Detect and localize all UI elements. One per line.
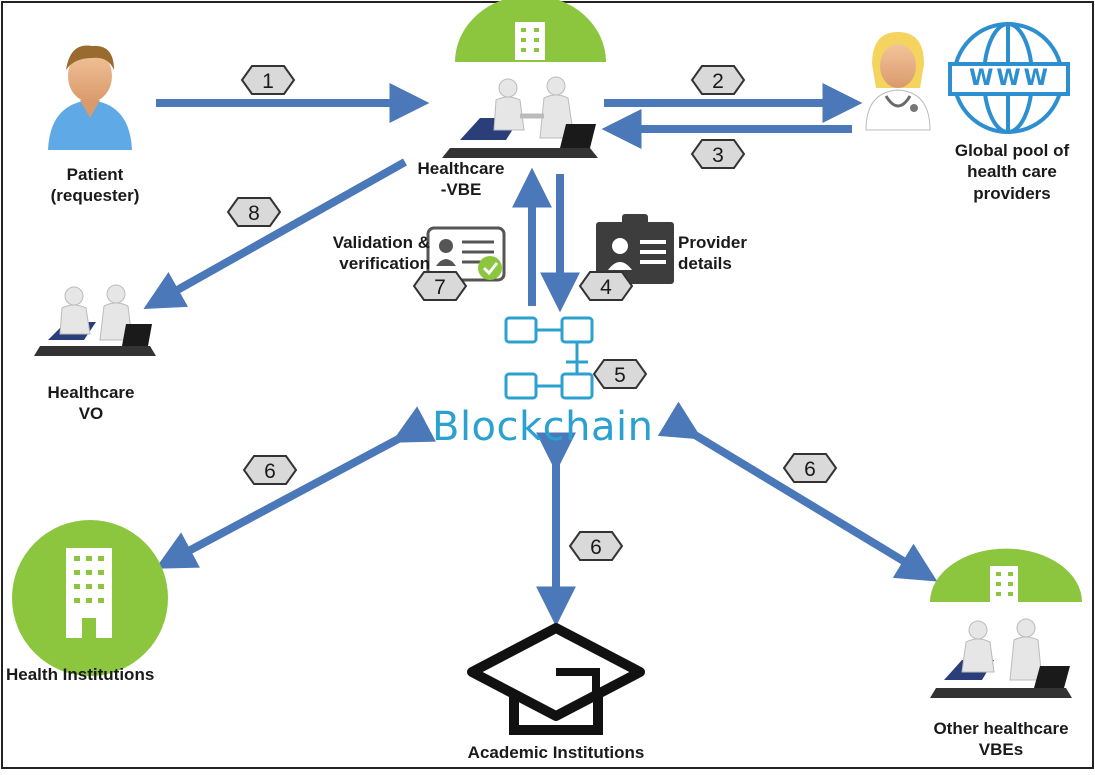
- step-6-badge-right: 6: [788, 454, 832, 484]
- badge-shape-6c: [782, 453, 838, 483]
- badge-shape-6b: [568, 531, 624, 561]
- provider-details-label: Provider details: [678, 232, 778, 275]
- id-card-check-icon: [426, 226, 506, 282]
- step-4-number: 4: [600, 276, 612, 299]
- badge-shape-7: [412, 271, 468, 301]
- patient-label: Patient (requester): [30, 164, 160, 207]
- graduation-cap-icon: [467, 623, 645, 735]
- step-1-badge: 1: [246, 66, 290, 96]
- clipboard-icon: [596, 214, 674, 284]
- healthcare-vo-label: Healthcare VO: [36, 382, 146, 425]
- validation-label-line-2: verification: [339, 254, 430, 274]
- badge-shape-4: [578, 271, 634, 301]
- healthcare-vbe-label-line-1: Healthcare: [417, 159, 505, 178]
- healthcare-vbe-label-line-2: -VBE: [440, 180, 482, 200]
- global-pool-label: Global pool of health care providers: [938, 140, 1086, 204]
- provider-details-label-line-1: Provider: [678, 233, 747, 252]
- healthcare-vo-label-line-2: VO: [78, 404, 104, 424]
- hospital-dome-icon-bottom-right: [930, 548, 1082, 602]
- global-pool-label-line-1: Global pool of: [954, 141, 1070, 160]
- hospital-circle-icon: [12, 520, 168, 676]
- arrow-8: [143, 158, 407, 310]
- academic-institutions-label: Academic Institutions: [467, 743, 645, 762]
- blockchain-label: Blockchain: [432, 404, 654, 450]
- badge-shape-2: [690, 65, 746, 95]
- step-8-badge: 8: [232, 198, 276, 228]
- health-institutions-label: Health Institutions: [6, 665, 155, 684]
- handshake-laptop-icon-top: [442, 76, 598, 158]
- patient-label-line-1: Patient: [66, 165, 124, 184]
- step-5-number: 5: [614, 364, 626, 387]
- step-badges: [226, 65, 838, 561]
- global-pool-label-line-2: health care: [967, 162, 1057, 182]
- step-8-number: 8: [248, 202, 260, 225]
- step-6-badge-center: 6: [574, 532, 618, 562]
- other-vbes-label: Other healthcare VBEs: [916, 718, 1086, 761]
- step-7-number: 7: [434, 276, 446, 299]
- other-vbes-label-line-2: VBEs: [978, 740, 1024, 760]
- step-1-number: 1: [262, 70, 274, 93]
- blockchain-blocks-icon: [504, 316, 594, 400]
- step-6-number-left: 6: [264, 460, 276, 483]
- validation-label-line-1: Validation &: [332, 233, 430, 252]
- arrow-6-health-institutions: [155, 406, 437, 569]
- badge-shape-5: [592, 359, 648, 389]
- healthcare-vbe-label: Healthcare -VBE: [406, 158, 516, 201]
- arrow-6-other-vbes: [657, 401, 938, 582]
- global-pool-label-line-3: providers: [973, 183, 1051, 203]
- patient-label-line-2: (requester): [50, 186, 140, 206]
- www-label: www: [969, 66, 1051, 91]
- badge-shape-6a: [242, 455, 298, 485]
- other-vbes-label-line-1: Other healthcare: [933, 719, 1069, 738]
- patient-icon: [48, 45, 132, 150]
- step-7-badge: 7: [418, 272, 462, 302]
- provider-details-label-line-2: details: [678, 254, 732, 274]
- www-globe-icon: [948, 22, 1070, 134]
- badge-shape-3: [690, 139, 746, 169]
- step-4-badge: 4: [584, 272, 628, 302]
- step-6-number-center: 6: [590, 536, 602, 559]
- step-2-badge: 2: [696, 66, 740, 96]
- healthcare-vo-label-line-1: Healthcare: [47, 383, 135, 402]
- step-3-badge: 3: [696, 140, 740, 170]
- step-3-number: 3: [712, 144, 724, 167]
- handshake-laptop-icon-bottom-right: [930, 618, 1072, 698]
- hospital-dome-icon-top: [455, 0, 606, 62]
- badge-shape-1: [240, 65, 296, 95]
- step-5-badge: 5: [598, 360, 642, 390]
- step-2-number: 2: [712, 70, 724, 93]
- step-6-number-right: 6: [804, 458, 816, 481]
- step-6-badge-left: 6: [248, 456, 292, 486]
- handshake-laptop-icon-vo: [34, 284, 156, 356]
- doctor-icon: [865, 32, 931, 131]
- validation-label: Validation & verification: [304, 232, 430, 275]
- badge-shape-8: [226, 197, 282, 227]
